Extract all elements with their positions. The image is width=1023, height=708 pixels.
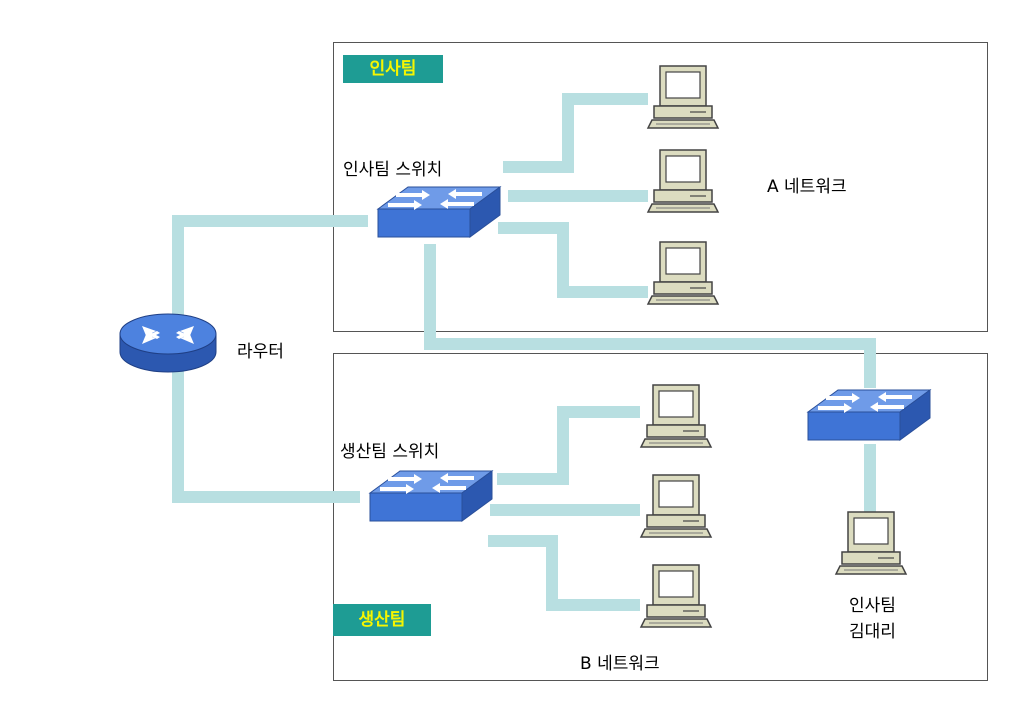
prod-network-label: B 네트워크 xyxy=(580,654,660,674)
hr-switch-label: 인사팀 스위치 xyxy=(343,160,443,180)
remote-pc-label-line1: 인사팀 xyxy=(849,596,896,616)
cable-hr-switch-remote-switch xyxy=(424,244,876,388)
hr-network-zone xyxy=(333,42,988,332)
router-label: 라우터 xyxy=(237,342,284,362)
hr-network-label: A 네트워크 xyxy=(767,177,847,197)
hr-pc-3-icon xyxy=(647,241,719,305)
prod-pc-1-icon xyxy=(640,384,712,448)
remote-pc-label: 인사팀 김대리 xyxy=(835,593,910,645)
cable-hr-switch-pc3 xyxy=(498,222,648,298)
remote-switch-icon xyxy=(807,389,931,441)
prod-network-zone xyxy=(333,353,988,681)
router-icon xyxy=(119,313,217,373)
prod-switch-label: 생산팀 스위치 xyxy=(340,442,440,462)
prod-switch-icon xyxy=(369,470,493,522)
cable-router-prod-switch xyxy=(172,368,360,503)
remote-pc-label-line2: 김대리 xyxy=(849,622,896,642)
cable-prod-switch-pc3 xyxy=(488,535,640,611)
cable-router-hr-switch xyxy=(172,215,368,325)
hr-pc-1-icon xyxy=(647,65,719,129)
prod-zone-badge: 생산팀 xyxy=(333,604,431,636)
prod-pc-3-icon xyxy=(640,564,712,628)
hr-pc-2-icon xyxy=(647,149,719,213)
hr-zone-badge: 인사팀 xyxy=(343,55,443,83)
cable-prod-switch-pc1 xyxy=(497,406,640,485)
remote-pc-icon xyxy=(835,511,907,575)
hr-switch-icon xyxy=(377,186,501,238)
prod-pc-2-icon xyxy=(640,474,712,538)
cable-hr-switch-pc1 xyxy=(503,93,648,173)
